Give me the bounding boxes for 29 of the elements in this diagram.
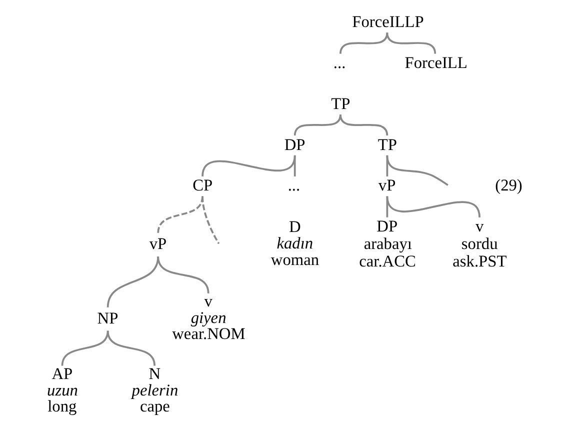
node-text: AP uzun long	[47, 364, 78, 416]
node-text: NP	[97, 308, 118, 328]
connector	[106, 256, 160, 308]
connector	[294, 155, 296, 176]
node-text: DP	[284, 134, 306, 154]
node-text: ...	[288, 176, 300, 195]
node-text: ForceILL	[404, 52, 468, 72]
connector	[157, 256, 210, 294]
connector	[202, 196, 220, 244]
node-text: TP	[378, 134, 397, 154]
connector	[386, 155, 448, 186]
node-text: ForceILLP	[352, 12, 424, 32]
node-text: vP	[149, 234, 167, 254]
node-text: vP	[378, 176, 396, 195]
connector	[294, 114, 342, 136]
node-text: ...	[333, 52, 346, 72]
node-text: N pelerin cape	[132, 364, 178, 416]
node-text: TP	[331, 94, 350, 113]
node-text: v giyen wear.NOM	[172, 291, 246, 344]
connector	[61, 330, 109, 366]
node-text: CP	[192, 176, 213, 195]
node-text: DP arabayı car.ACC	[359, 216, 416, 271]
node-text: D kadın woman	[270, 217, 320, 269]
connector	[386, 196, 480, 218]
connector	[106, 330, 156, 366]
label: (29)	[495, 176, 522, 195]
node-text: v sordu ask.PST	[452, 216, 507, 271]
connector	[202, 155, 296, 177]
connector	[340, 114, 388, 136]
